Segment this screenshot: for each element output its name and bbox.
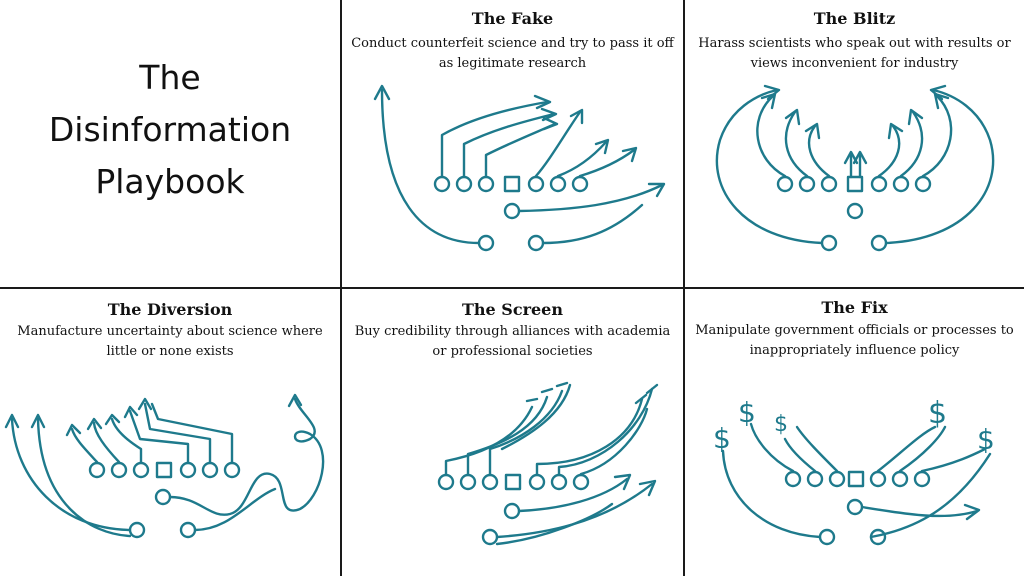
panel-diversion: The Diversion Manufacture uncertainty ab… bbox=[0, 289, 340, 576]
divider-horizontal bbox=[0, 287, 1024, 289]
description-line: or professional societies bbox=[432, 344, 593, 359]
panel-title: The Screen bbox=[461, 300, 563, 319]
play-diagram-fix bbox=[721, 422, 992, 546]
description-line: Manipulate government officials or proce… bbox=[695, 323, 1014, 338]
panel-description: Harass scientists who speak out with res… bbox=[685, 34, 1024, 74]
description-line: inappropriately influence policy bbox=[749, 343, 960, 358]
description-line: as legitimate research bbox=[438, 56, 587, 71]
play-diagram-fake bbox=[373, 84, 666, 252]
panel-title: The Blitz bbox=[813, 9, 896, 28]
panel-screen: The Screen Buy credibility through allia… bbox=[342, 289, 683, 576]
play-diagram-diversion bbox=[4, 393, 325, 539]
description-line: views inconvenient for industry bbox=[750, 56, 959, 71]
panel-description: Conduct counterfeit science and try to p… bbox=[342, 34, 683, 74]
title-line: The bbox=[139, 58, 201, 97]
title-line: Playbook bbox=[95, 162, 245, 201]
play-diagram-screen bbox=[437, 381, 659, 546]
title-line: Disinformation bbox=[48, 110, 292, 149]
description-line: Harass scientists who speak out with res… bbox=[698, 36, 1011, 51]
dollar-sign-icon: $ bbox=[977, 423, 995, 456]
panel-title: The Diversion bbox=[107, 300, 233, 319]
panel-blitz: The Blitz Harass scientists who speak ou… bbox=[685, 0, 1024, 287]
panel-description: Manipulate government officials or proce… bbox=[685, 321, 1024, 361]
dollar-sign-icon: $ bbox=[738, 396, 756, 429]
description-line: Buy credibility through alliances with a… bbox=[354, 324, 671, 339]
dollar-sign-icon: $ bbox=[713, 422, 731, 455]
dollar-sign-icon: $ bbox=[774, 412, 788, 437]
panel-title: The Fix bbox=[821, 298, 888, 317]
page-title: The Disinformation Playbook bbox=[0, 52, 340, 208]
play-diagram-blitz bbox=[715, 84, 995, 252]
panel-title: The Fake bbox=[471, 9, 554, 28]
panel-fake: The Fake Conduct counterfeit science and… bbox=[342, 0, 683, 287]
description-line: Conduct counterfeit science and try to p… bbox=[351, 36, 674, 51]
panel-description: Buy credibility through alliances with a… bbox=[342, 322, 683, 362]
panel-fix: The Fix Manipulate government officials … bbox=[685, 289, 1024, 576]
description-line: little or none exists bbox=[106, 344, 234, 359]
description-line: Manufacture uncertainty about science wh… bbox=[17, 324, 323, 339]
dollar-sign-icon: $ bbox=[928, 396, 948, 431]
panel-description: Manufacture uncertainty about science wh… bbox=[0, 322, 340, 362]
